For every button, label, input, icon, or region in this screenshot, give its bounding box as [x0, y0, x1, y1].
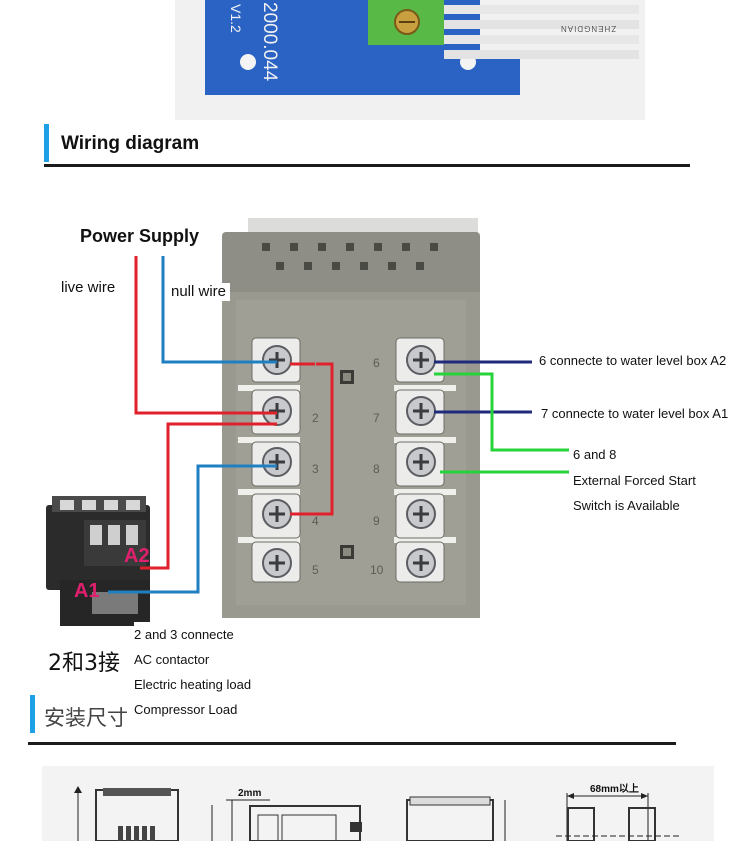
label-terminal-6: 6 connecte to water level box A2	[539, 353, 727, 368]
terminal-number: 2	[312, 411, 319, 425]
pcb-version: V1.2	[228, 4, 244, 33]
contactor-a2-label: A2	[124, 545, 150, 567]
terminal-number: 1	[312, 356, 319, 370]
ac-contactor	[46, 496, 150, 626]
label-terminal-7: 7 connecte to water level box A1	[541, 406, 729, 421]
terminal-number: 5	[312, 563, 319, 577]
terminal-number: 3	[312, 462, 319, 476]
terminal-number: 9	[373, 514, 380, 528]
note-line: 2 and 3 connecte	[134, 627, 234, 642]
wire-t2-a2	[140, 422, 277, 570]
pcb-code: 2000.044	[259, 2, 280, 82]
label-external-start: External Forced Start	[573, 473, 696, 488]
null-wire-box: null wire	[167, 283, 231, 301]
terminal-number: 4	[312, 514, 319, 528]
live-wire	[134, 256, 277, 415]
section-title-install: 安装尺寸	[44, 706, 128, 730]
terminal-number: 7	[373, 411, 380, 425]
live-wire-label: live wire	[61, 279, 116, 296]
label-6-and-8: 6 and 8	[573, 447, 617, 462]
terminal-number: 6	[373, 356, 380, 370]
pcb-photo: 2000.044 V1.2 ZHENGDIAN	[0, 0, 750, 130]
contactor-a1-label: A1	[74, 580, 100, 602]
terminal-number: 8	[373, 462, 380, 476]
wire-t6-switch	[434, 372, 569, 452]
section-title-wiring: Wiring diagram	[61, 133, 200, 154]
power-supply-title: Power Supply	[80, 226, 200, 246]
null-wire	[161, 256, 277, 364]
wire-t3-a1	[108, 464, 277, 594]
null-wire-label: null wire	[171, 283, 227, 300]
section-divider	[28, 742, 676, 745]
note-line: Electric heating load	[134, 677, 252, 692]
wire-t1-t4	[290, 362, 334, 516]
label-switch-available: Switch is Available	[573, 498, 680, 513]
section-accent-bar	[30, 695, 35, 733]
controller-housing	[222, 232, 480, 304]
section-divider	[44, 164, 690, 167]
terminal-number: 10	[370, 563, 384, 577]
dimension-label: 68mm以上	[590, 784, 639, 795]
contactor-caption: 2和3接	[48, 651, 120, 676]
wiring-note: 2 and 3 connecte AC contactor Electric h…	[134, 622, 316, 727]
dimension-label: 2mm	[238, 788, 262, 799]
note-line: Compressor Load	[134, 702, 238, 717]
section-accent-bar	[44, 124, 49, 162]
note-line: AC contactor	[134, 652, 210, 667]
